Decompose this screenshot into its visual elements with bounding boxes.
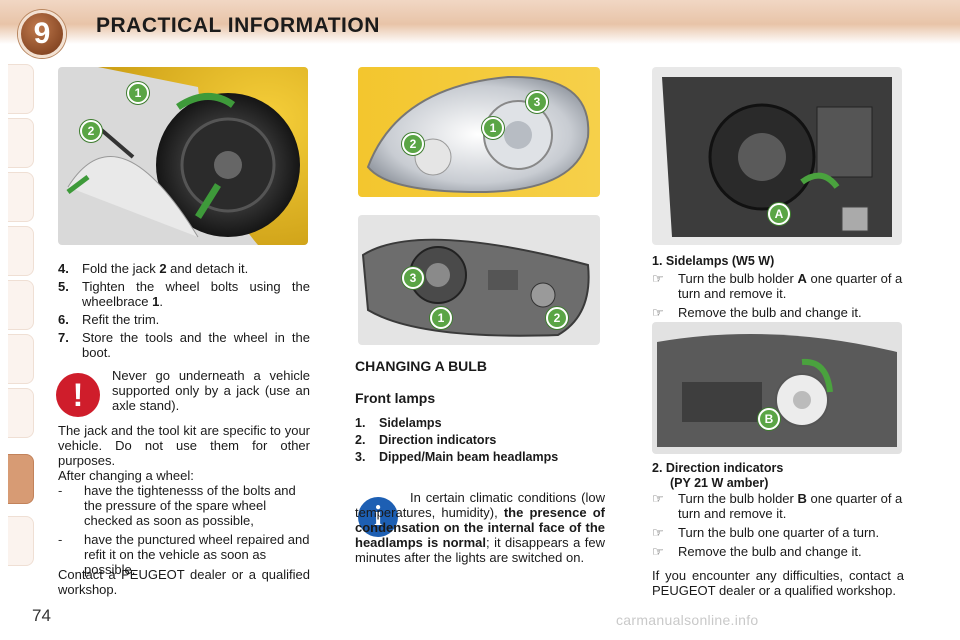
info-icon: i bbox=[358, 497, 398, 537]
indicator-holder-illustration: B bbox=[652, 322, 902, 454]
chapter-tab[interactable] bbox=[8, 226, 34, 276]
step-text: Store the tools and the wheel in the boo… bbox=[82, 330, 310, 360]
headlamp-front-illustration: 3 1 2 bbox=[358, 67, 600, 197]
callout-1: 1 bbox=[482, 117, 504, 139]
contact-text-left: Contact a PEUGEOT dealer or a qualified … bbox=[58, 567, 310, 597]
callout-1: 1 bbox=[430, 307, 452, 329]
callout-2: 2 bbox=[546, 307, 568, 329]
section-subtitle: Front lamps bbox=[355, 390, 436, 406]
list-item: - have the punctured wheel repaired and … bbox=[58, 532, 310, 577]
list-item: ☞ Remove the bulb and change it. bbox=[652, 305, 862, 320]
list-item: 6. Refit the trim. bbox=[58, 312, 310, 327]
watermark: carmanualsonline.info bbox=[616, 612, 759, 628]
list-item: ☞ Turn the bulb holder A one quarter of … bbox=[652, 271, 903, 301]
chapter-tab[interactable] bbox=[8, 516, 34, 566]
sidelamps-steps: ☞ Turn the bulb holder A one quarter of … bbox=[652, 271, 904, 324]
list-item: 2.Direction indicators bbox=[355, 433, 497, 447]
step-text: Tighten the wheel bolts using the wheelb… bbox=[82, 279, 310, 309]
chapter-tab[interactable] bbox=[8, 334, 34, 384]
pointing-hand-icon: ☞ bbox=[652, 544, 664, 559]
list-item: ☞ Remove the bulb and change it. bbox=[652, 544, 862, 559]
pointing-hand-icon: ☞ bbox=[652, 491, 664, 506]
indicators-title: 2. Direction indicators (PY 21 W amber) bbox=[652, 461, 784, 490]
step-number: 7. bbox=[58, 330, 69, 345]
section-title: CHANGING A BULB bbox=[355, 358, 487, 374]
headlamp-rear-illustration: 3 1 2 bbox=[358, 215, 600, 345]
headlamp-rear-drawing bbox=[358, 215, 600, 345]
list-item: 1.Sidelamps bbox=[355, 416, 442, 430]
wheel-steps-list: 4. Fold the jack 2 and detach it. 5. Tig… bbox=[58, 261, 310, 363]
front-lamps-list: 1.Sidelamps 2.Direction indicators 3.Dip… bbox=[355, 415, 558, 466]
indicator-holder-drawing bbox=[652, 322, 902, 454]
step-number: 6. bbox=[58, 312, 69, 327]
list-item: ☞ Turn the bulb holder B one quarter of … bbox=[652, 491, 903, 521]
callout-2: 2 bbox=[80, 120, 102, 142]
pointing-hand-icon: ☞ bbox=[652, 271, 664, 286]
callout-3: 3 bbox=[526, 91, 548, 113]
wheel-jack-illustration: 1 2 bbox=[58, 67, 308, 245]
callout-1: 1 bbox=[127, 82, 149, 104]
callout-holder-a: A bbox=[768, 203, 790, 225]
contact-text-right: If you encounter any difficulties, conta… bbox=[652, 568, 904, 598]
after-changing-intro: After changing a wheel: bbox=[58, 468, 194, 483]
step-number: 4. bbox=[58, 261, 69, 276]
wheel-jack-drawing bbox=[58, 67, 308, 245]
pointing-hand-icon: ☞ bbox=[652, 525, 664, 540]
pointing-hand-icon: ☞ bbox=[652, 305, 664, 320]
info-text: In certain climatic conditions (low temp… bbox=[355, 490, 605, 565]
indicators-steps: ☞ Turn the bulb holder B one quarter of … bbox=[652, 491, 904, 563]
chapter-tab[interactable] bbox=[8, 388, 34, 438]
list-item: 5. Tighten the wheel bolts using the whe… bbox=[58, 279, 310, 309]
exclamation-icon: ! bbox=[56, 373, 100, 417]
callout-2: 2 bbox=[402, 133, 424, 155]
chapter-title: PRACTICAL INFORMATION bbox=[96, 14, 380, 37]
callout-holder-b: B bbox=[758, 408, 780, 430]
chapter-tab[interactable] bbox=[8, 172, 34, 222]
page-number: 74 bbox=[32, 606, 51, 625]
list-item: 7. Store the tools and the wheel in the … bbox=[58, 330, 310, 360]
chapter-tab[interactable] bbox=[8, 280, 34, 330]
warning-text: Never go underneath a vehicle supported … bbox=[112, 368, 310, 413]
step-text: Refit the trim. bbox=[82, 312, 160, 327]
chapter-tab[interactable] bbox=[8, 64, 34, 114]
callout-3: 3 bbox=[402, 267, 424, 289]
chapter-tab[interactable] bbox=[8, 118, 34, 168]
sidelamp-holder-illustration: A bbox=[652, 67, 902, 245]
after-changing-list: - have the tightenesss of the bolts and … bbox=[58, 483, 310, 581]
jack-note: The jack and the tool kit are specific t… bbox=[58, 423, 310, 468]
list-item: ☞ Turn the bulb one quarter of a turn. bbox=[652, 525, 880, 540]
chapter-number-badge: 9 bbox=[18, 10, 66, 58]
chapter-tab-active[interactable] bbox=[8, 454, 34, 504]
sidelamps-title: 1. Sidelamps (W5 W) bbox=[652, 254, 775, 268]
headlamp-front-drawing bbox=[358, 67, 600, 197]
list-item: 4. Fold the jack 2 and detach it. bbox=[58, 261, 310, 276]
header-bar bbox=[0, 0, 960, 44]
list-item: 3.Dipped/Main beam headlamps bbox=[355, 450, 559, 464]
list-item: - have the tightenesss of the bolts and … bbox=[58, 483, 296, 528]
step-text: Fold the jack 2 and detach it. bbox=[82, 261, 249, 276]
step-number: 5. bbox=[58, 279, 69, 294]
